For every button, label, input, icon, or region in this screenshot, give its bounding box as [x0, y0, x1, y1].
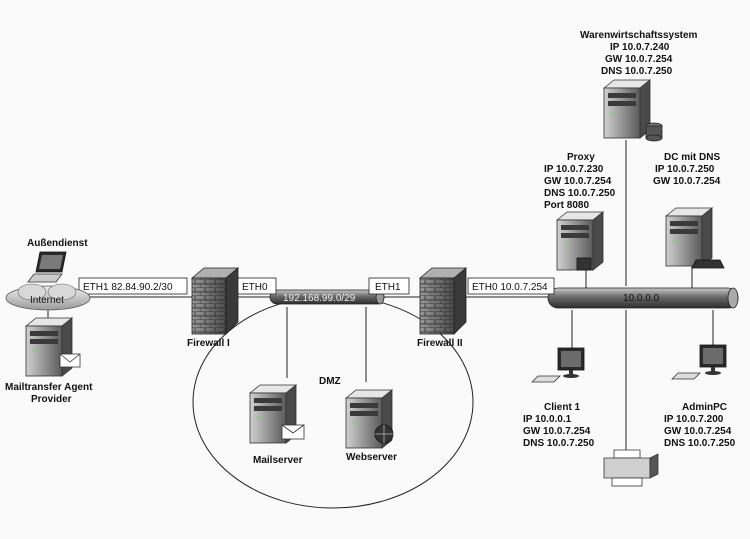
dc-server-icon — [665, 207, 725, 269]
interface-eth1-external-label: ETH1 82.84.90.2/30 — [83, 282, 173, 293]
adminpc-pc-icon — [671, 344, 727, 380]
webserver-icon — [345, 389, 394, 449]
lan-label: 10.0.0.0 — [623, 293, 660, 304]
adminpc-dns: DNS 10.0.7.250 — [664, 438, 736, 449]
proxy-name: Proxy — [567, 152, 595, 163]
firewall-1-label: Firewall I — [187, 338, 230, 349]
warenwirtschaft-name: Warenwirtschaftssystem — [580, 30, 698, 41]
client1-gw: GW 10.0.7.254 — [523, 426, 591, 437]
dmz-label: DMZ — [319, 376, 341, 387]
client1-dns: DNS 10.0.7.250 — [523, 438, 595, 449]
interface-eth1-fw2: ETH1 — [368, 277, 410, 295]
connection-lines — [47, 140, 714, 452]
aussendienst-label: Außendienst — [27, 238, 88, 249]
interface-eth0-fw1: ETH0 — [235, 277, 277, 295]
proxy-port: Port 8080 — [544, 200, 589, 211]
mailserver-icon — [249, 384, 305, 444]
warenwirtschaft-server-icon — [603, 79, 663, 142]
warenwirtschaft-ip: IP 10.0.7.240 — [610, 42, 670, 53]
dmz-subnet-label: 192.168.99.0/29 — [283, 293, 356, 304]
dc-gw: GW 10.0.7.254 — [653, 176, 721, 187]
firewall-1-icon — [190, 267, 240, 335]
mta-label-line2: Provider — [31, 394, 72, 405]
firewall-2-label: Firewall II — [417, 338, 463, 349]
mta-server-icon — [25, 317, 81, 377]
adminpc-gw: GW 10.0.7.254 — [664, 426, 732, 437]
dc-name: DC mit DNS — [664, 152, 720, 163]
dc-ip: IP 10.0.7.250 — [655, 164, 715, 175]
client1-ip: IP 10.0.0.1 — [523, 414, 572, 425]
laptop-icon — [27, 251, 67, 283]
internet-label: Internet — [30, 295, 64, 306]
proxy-dns: DNS 10.0.7.250 — [544, 188, 616, 199]
proxy-gw: GW 10.0.7.254 — [544, 176, 612, 187]
adminpc-ip: IP 10.0.7.200 — [664, 414, 724, 425]
interface-eth0-internal-label: ETH0 10.0.7.254 — [472, 282, 548, 293]
interface-eth0-internal: ETH0 10.0.7.254 — [467, 277, 555, 295]
printer-icon — [603, 449, 659, 487]
adminpc-name: AdminPC — [682, 402, 727, 413]
lan-bus: 10.0.0.0 — [547, 287, 739, 309]
mta-label-line1: Mailtransfer Agent — [5, 382, 93, 393]
interface-eth1-external: ETH1 82.84.90.2/30 — [78, 277, 188, 295]
client1-pc-icon — [531, 347, 585, 383]
dmz-bus: 192.168.99.0/29 — [269, 289, 385, 305]
firewall-2-icon — [418, 267, 468, 335]
mailserver-label: Mailserver — [253, 455, 303, 466]
interface-eth0-fw1-label: ETH0 — [242, 282, 268, 293]
internet-cloud-icon: Internet — [5, 283, 91, 311]
proxy-server-icon — [556, 211, 604, 271]
webserver-label: Webserver — [346, 452, 397, 463]
warenwirtschaft-dns: DNS 10.0.7.250 — [601, 66, 673, 77]
warenwirtschaft-gw: GW 10.0.7.254 — [605, 54, 673, 65]
proxy-ip: IP 10.0.7.230 — [544, 164, 604, 175]
interface-eth1-fw2-label: ETH1 — [375, 282, 401, 293]
client1-name: Client 1 — [544, 402, 581, 413]
